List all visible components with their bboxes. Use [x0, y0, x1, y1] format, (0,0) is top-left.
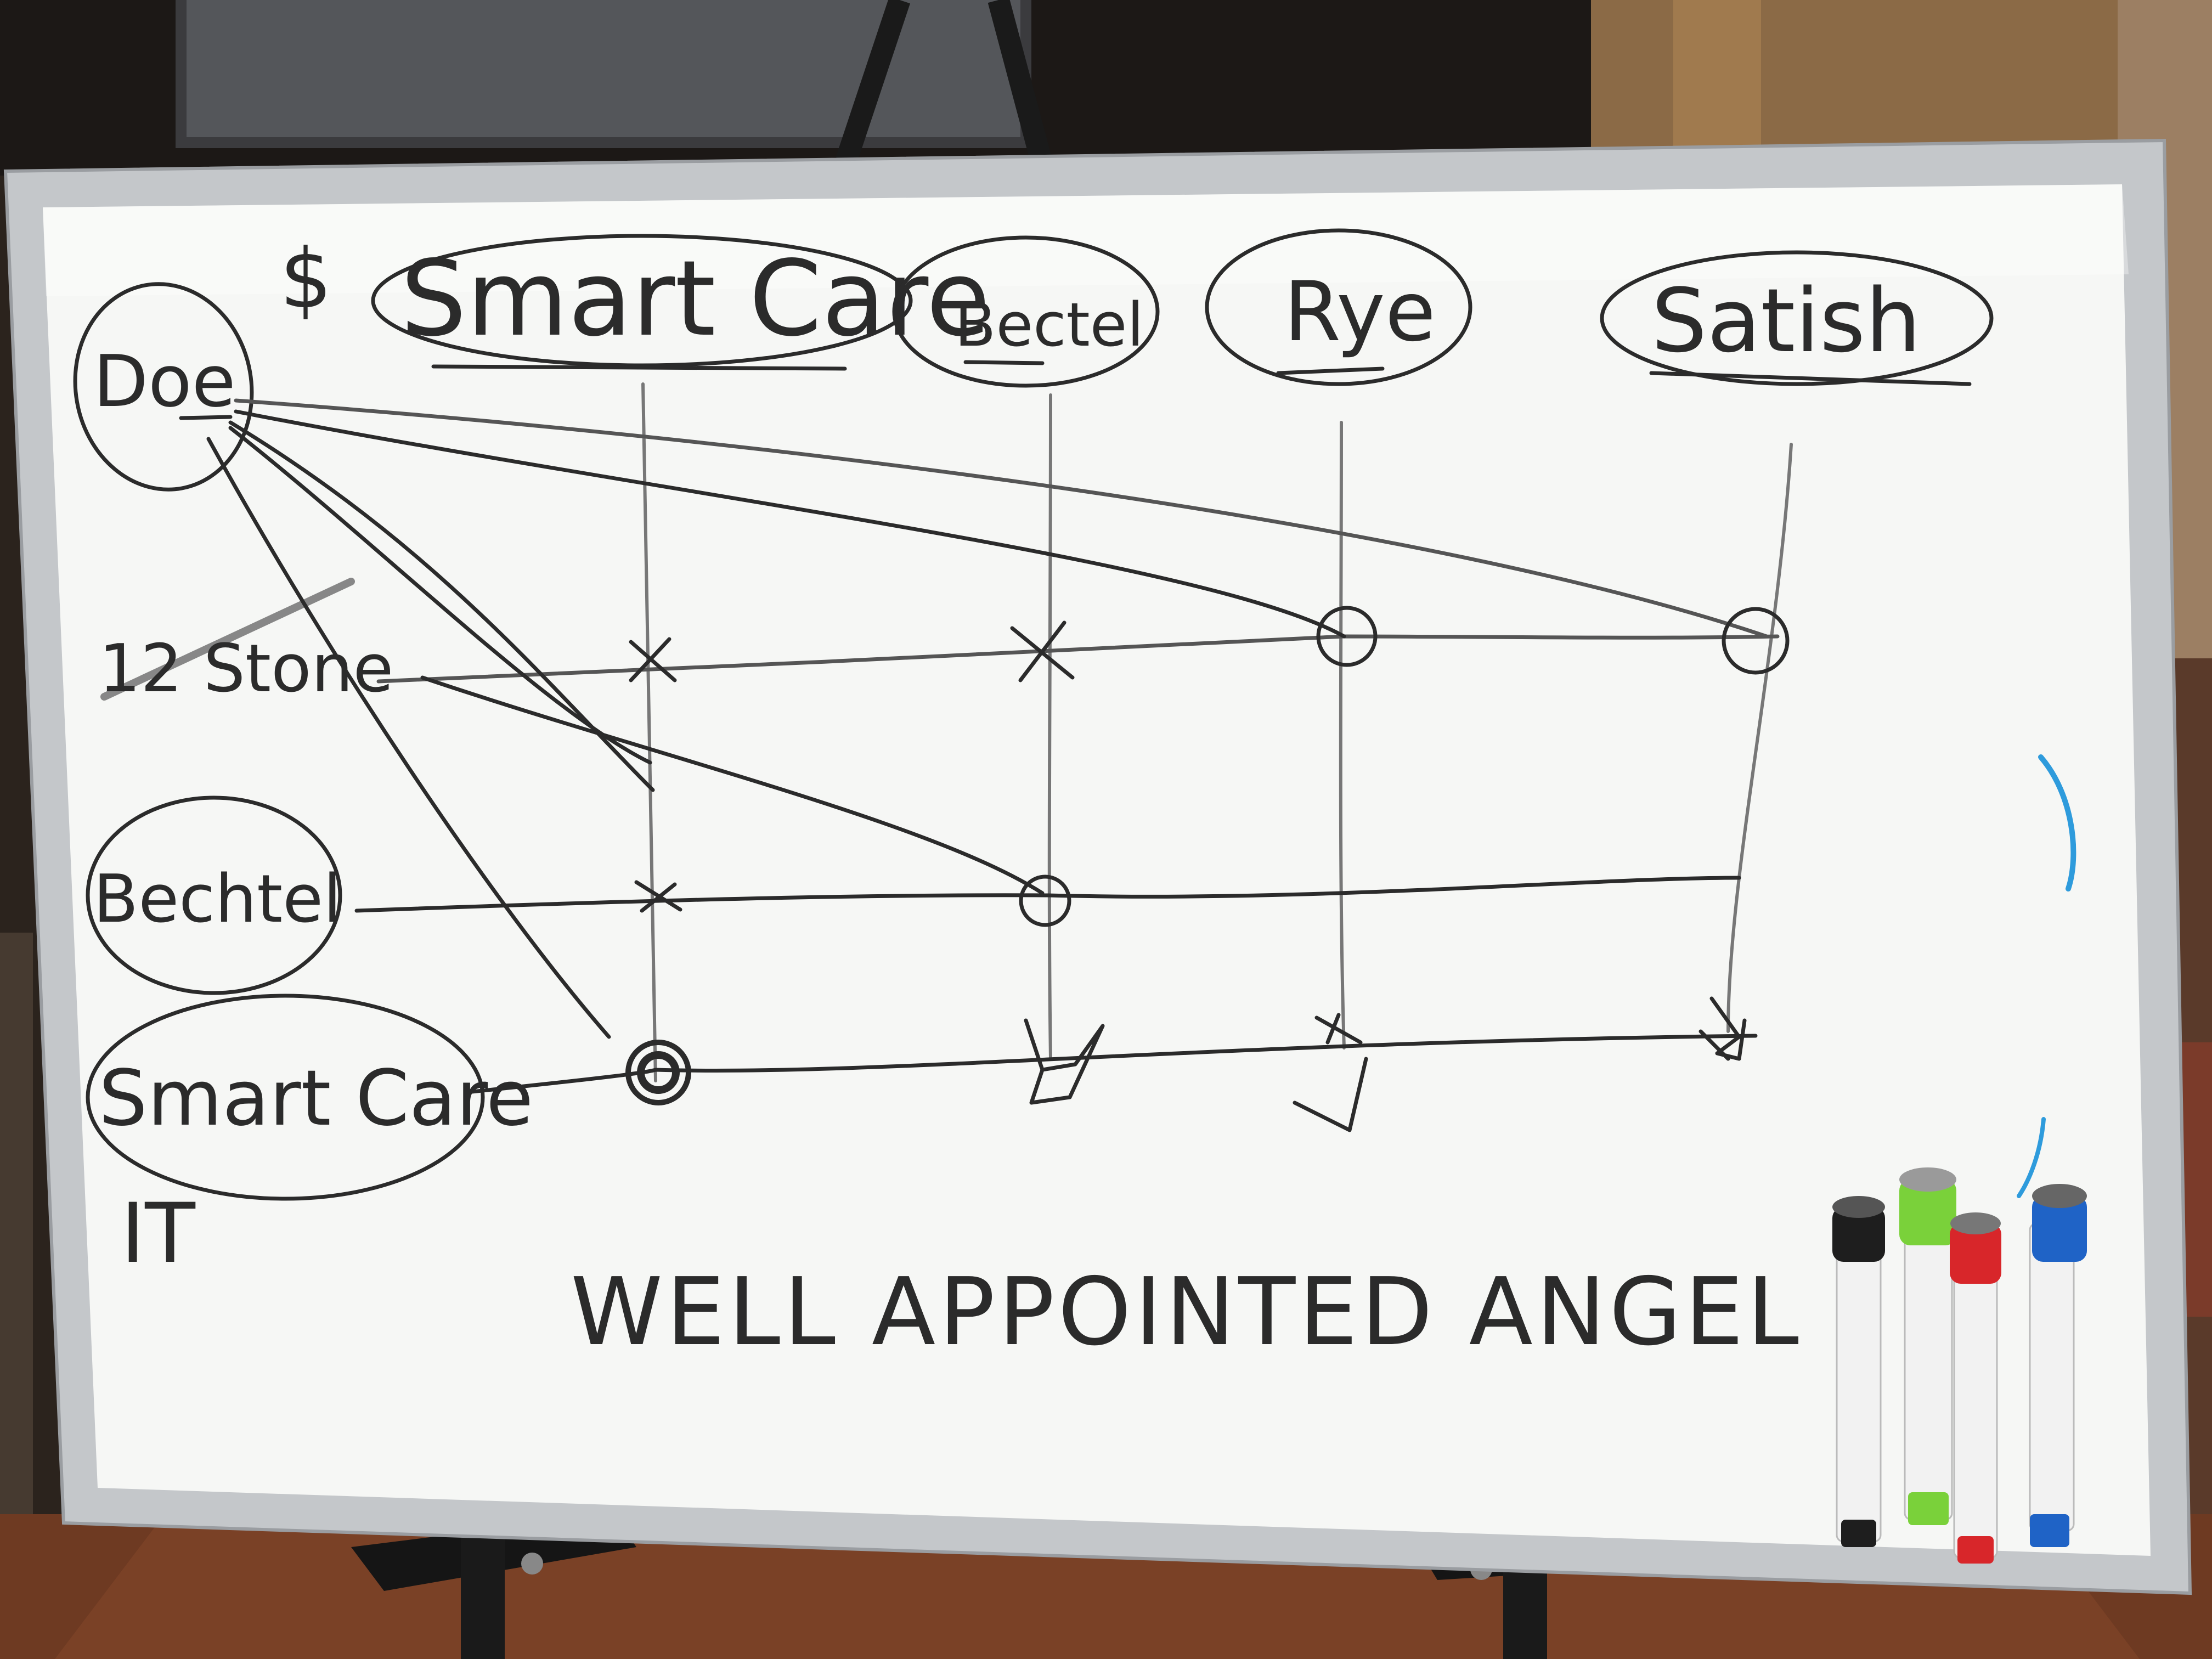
row-ellipse-doe — [73, 282, 254, 492]
o-mark — [1316, 606, 1378, 667]
row-it: IT — [121, 1186, 196, 1282]
red-marker[interactable] — [1950, 1212, 2001, 1564]
row-ellipse-bechtel — [86, 795, 342, 995]
doe-connection-lines — [206, 398, 1769, 1039]
x-mark — [629, 637, 677, 682]
row-ellipse-smart-care — [86, 994, 485, 1201]
blue-marker[interactable] — [2029, 1184, 2087, 1547]
check-mark — [1293, 1013, 1368, 1132]
check-mark — [1024, 1018, 1105, 1105]
header-bectel: Bectel — [955, 290, 1144, 360]
row2-marks — [634, 874, 1071, 927]
strike-through — [100, 578, 355, 701]
x-mark — [1010, 620, 1075, 682]
check-mark — [1699, 996, 1747, 1061]
green-marker[interactable] — [1899, 1167, 1956, 1525]
row-bechtel: Bechtel — [93, 861, 341, 938]
x-mark — [634, 880, 682, 913]
row-smart-care: Smart Care — [99, 1054, 533, 1143]
header-rye: Rye — [1284, 264, 1436, 360]
row3-marks — [625, 996, 1747, 1132]
marker-tray — [1832, 1167, 2087, 1564]
header-ellipse-satish — [1600, 250, 1994, 386]
whiteboard — [3, 138, 2192, 1595]
header-ellipse-smart-care — [371, 234, 913, 368]
drawing-layer: $ Smart Care Bectel Rye Satish Doe 12 St… — [73, 228, 2076, 1367]
horizontal-row-lines — [354, 634, 1780, 1094]
o-mark — [1019, 874, 1071, 927]
header-smart-care: Smart Care — [400, 238, 990, 359]
black-marker[interactable] — [1832, 1196, 1885, 1547]
header-ellipse-bectel — [892, 235, 1160, 388]
scribbled-mark — [625, 1040, 691, 1105]
blue-smudge — [2038, 754, 2076, 891]
whiteboard-surface — [43, 184, 2151, 1556]
footer-text: WELL APPOINTED ANGEL — [571, 1258, 1802, 1367]
header-ellipse-rye — [1205, 228, 1472, 386]
o-mark — [1722, 607, 1790, 675]
row-twelve-stone: 12 Stone — [99, 631, 393, 707]
dollar-sign: $ — [280, 232, 332, 327]
row-doe: Doe — [93, 340, 236, 423]
row1-marks — [629, 606, 1790, 682]
header-satish: Satish — [1651, 269, 1921, 372]
